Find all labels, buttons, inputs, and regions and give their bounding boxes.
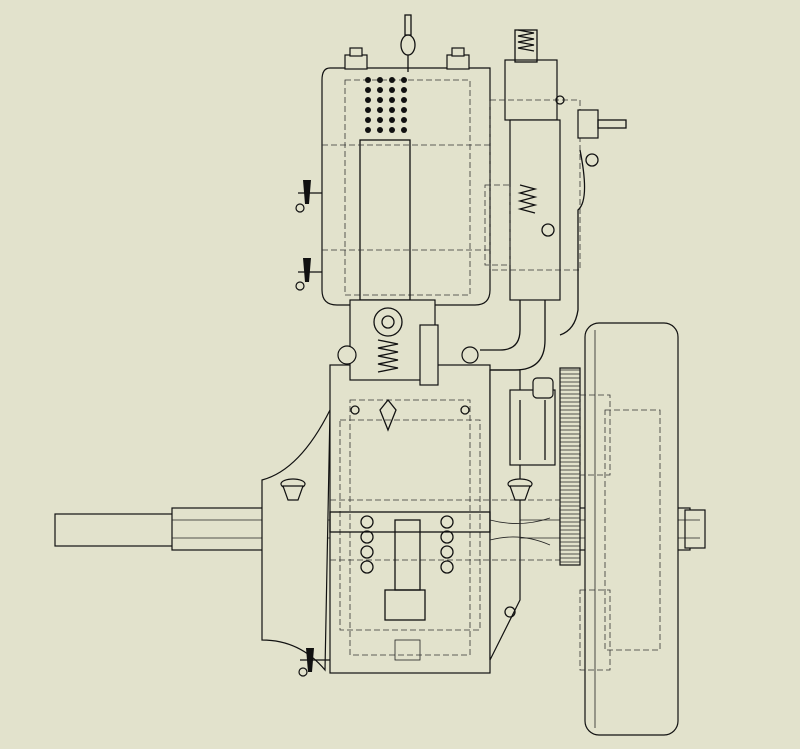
cylinder-nuts <box>344 47 470 70</box>
port-hole <box>401 117 407 123</box>
lifting-eye <box>400 14 416 72</box>
port-hole <box>401 87 407 93</box>
port-hole <box>389 117 395 123</box>
bearing-bolts <box>350 405 470 574</box>
port-hole <box>365 77 371 83</box>
flywheel <box>579 322 679 736</box>
drain-cock-lower <box>298 648 330 677</box>
port-hole <box>389 107 395 113</box>
gear <box>559 367 581 566</box>
port-hole <box>365 97 371 103</box>
port-hole <box>401 127 407 133</box>
drain-cock-middle <box>295 258 322 291</box>
port-hole <box>377 107 383 113</box>
port-hole <box>377 117 383 123</box>
port-hole <box>377 87 383 93</box>
port-hole <box>365 117 371 123</box>
drain-cock-upper <box>295 180 322 213</box>
port-hole <box>401 77 407 83</box>
oil-cup-left <box>280 478 306 501</box>
spring <box>377 339 399 373</box>
port-hole <box>377 77 383 83</box>
port-hole <box>389 97 395 103</box>
port-hole <box>365 107 371 113</box>
port-holes <box>365 77 407 133</box>
port-hole <box>401 97 407 103</box>
port-hole <box>377 127 383 133</box>
port-hole <box>365 127 371 133</box>
port-hole <box>401 107 407 113</box>
crankcase <box>261 364 560 674</box>
port-hole <box>389 87 395 93</box>
valve-chest <box>480 29 627 371</box>
eccentric-assembly <box>509 377 556 466</box>
cylinder-block <box>321 67 491 432</box>
port-hole <box>389 77 395 83</box>
oil-cup-right <box>507 478 533 501</box>
port-hole <box>389 127 395 133</box>
port-hole <box>365 87 371 93</box>
port-hole <box>377 97 383 103</box>
